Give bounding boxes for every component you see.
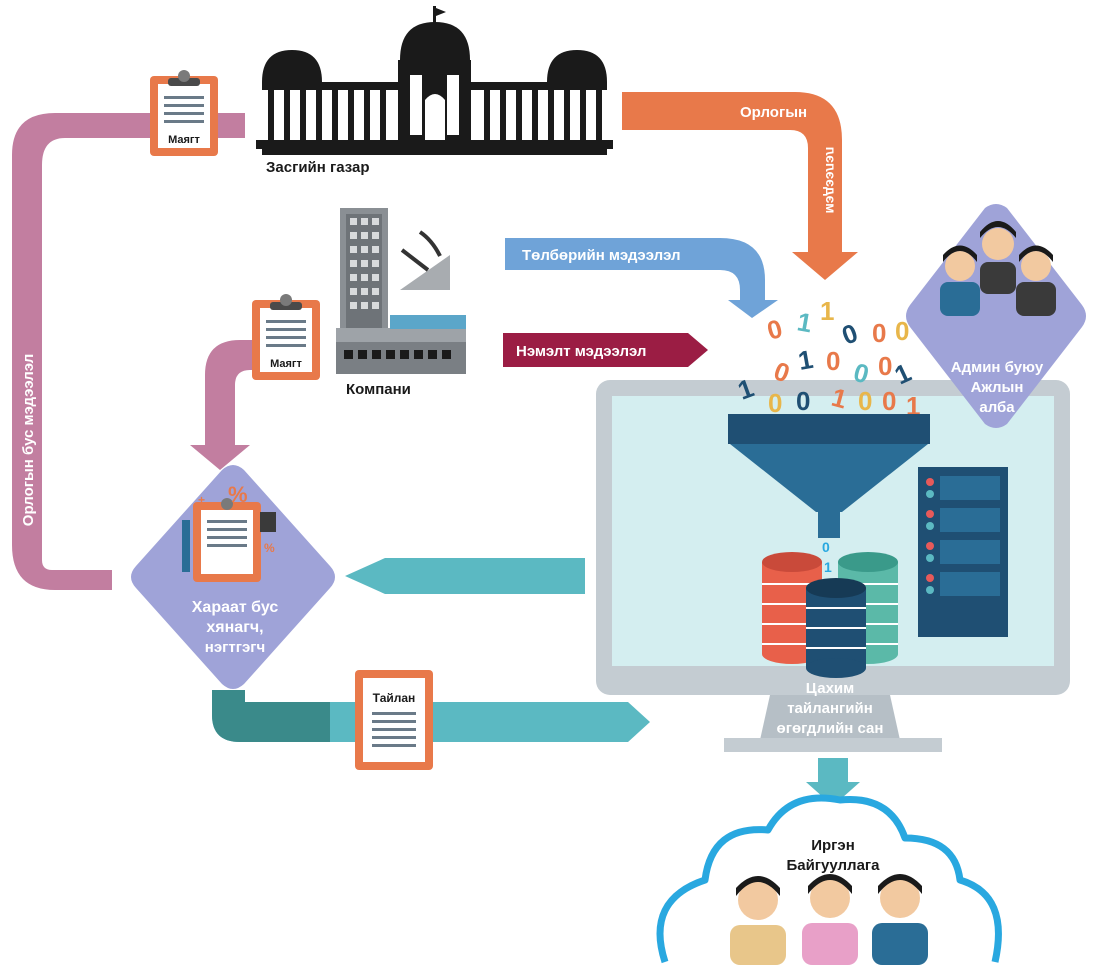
database-icon xyxy=(762,552,898,678)
database-label-3: өгөгдлийн сан xyxy=(777,720,884,737)
binary-digit: 0 xyxy=(882,386,896,416)
report-document-icon xyxy=(355,670,433,770)
admin-label-3: алба xyxy=(979,399,1015,416)
auditor-label-3: нэгтгэгч xyxy=(205,639,265,656)
binary-digit: 0 xyxy=(768,388,782,418)
svg-text:+: + xyxy=(198,493,205,507)
people-group-icon xyxy=(940,221,1056,316)
svg-text:0: 0 xyxy=(822,539,830,555)
payment-label: Төлбөрийн мэдээлэл xyxy=(522,247,681,264)
funnel-icon: 0 1 xyxy=(728,414,930,575)
report-label: Тайлан xyxy=(373,691,416,705)
binary-digit: 0 xyxy=(872,318,886,348)
binary-digit: 0 xyxy=(826,346,840,376)
svg-text:%: % xyxy=(228,482,248,507)
binary-digit: 1 xyxy=(795,306,814,338)
binary-digit: 0 xyxy=(858,386,872,416)
additional-arrow xyxy=(503,333,708,367)
binary-digit: 1 xyxy=(796,344,815,376)
additional-label: Нэмэлт мэдээлэл xyxy=(516,343,646,360)
binary-digit: 0 xyxy=(838,317,862,350)
form-top-icon xyxy=(150,70,218,156)
binary-digit: 0 xyxy=(878,351,892,381)
non-revenue-arrow xyxy=(12,113,245,590)
database-label-2: тайлангийн xyxy=(787,700,873,717)
company-building-icon xyxy=(336,208,466,374)
database-label-1: Цахим xyxy=(806,680,855,697)
admin-label-2: Ажлын xyxy=(971,379,1024,396)
people-icon xyxy=(730,874,928,965)
admin-label-1: Админ буюу xyxy=(951,359,1044,376)
revenue-label: Орлогын xyxy=(740,104,807,121)
form-company-icon xyxy=(252,294,320,380)
binary-digit: 0 xyxy=(895,316,909,346)
citizens-label-1: Иргэн xyxy=(811,837,855,854)
citizens-label-2: Байгууллага xyxy=(786,857,880,874)
svg-text:1: 1 xyxy=(824,559,832,575)
binary-digit: 1 xyxy=(820,296,834,326)
non-revenue-label: Орлогын бус мэдээлэл xyxy=(20,354,37,526)
binary-digit: 0 xyxy=(796,386,810,416)
company-label: Компани xyxy=(346,381,411,398)
form-company-label: Маягт xyxy=(270,358,302,370)
auditor-node: % + % xyxy=(131,465,335,689)
server-rack-icon xyxy=(918,467,1008,637)
audit-document-icon: % + % xyxy=(182,482,276,582)
revenue-rotated-label: мэдээлэл xyxy=(823,147,839,214)
company-form-arrow xyxy=(190,340,265,470)
binary-digit: 1 xyxy=(906,391,920,421)
admin-node xyxy=(906,204,1086,428)
form-top-label: Маягт xyxy=(168,134,200,146)
revenue-arrow xyxy=(622,92,858,280)
svg-text:%: % xyxy=(264,541,275,555)
auditor-label-2: хянагч, xyxy=(206,619,263,636)
citizens-node xyxy=(656,794,1002,965)
binary-digit: 0 xyxy=(764,313,786,346)
db-to-auditor-arrow xyxy=(345,558,585,594)
payment-arrow xyxy=(505,238,778,318)
auditor-label-1: Хараат бус xyxy=(192,599,279,616)
government-label: Засгийн газар xyxy=(266,159,370,176)
db-to-citizens-arrow xyxy=(806,758,860,806)
